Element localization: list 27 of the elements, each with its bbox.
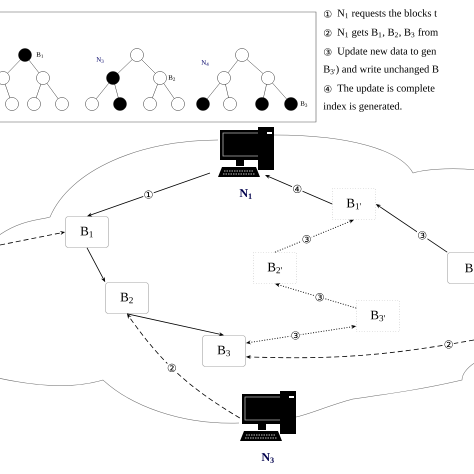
- edge-label: ①: [144, 190, 153, 199]
- step-number: ②: [324, 29, 332, 37]
- edge-label: ③: [291, 331, 300, 340]
- edge-label: ③: [316, 293, 324, 302]
- block-box: B$_{3}$: [202, 335, 246, 367]
- node-label: N$_{1}$: [240, 189, 252, 199]
- edge-label: ④: [293, 184, 302, 194]
- block-box: B$_{2}$: [105, 282, 149, 314]
- step-text: N$_{1}$ gets B$_{1}$, B$_{2}$, B$_{3}$ from: [338, 28, 438, 38]
- edge-label: ③: [302, 235, 311, 244]
- block-box: B$_{1'}$: [332, 188, 376, 220]
- step-number: ④: [324, 85, 332, 93]
- step-text: index is generated.: [323, 102, 402, 112]
- step-text: The update is complete: [337, 84, 435, 94]
- step-text: N$_{1}$ requests the blocks t: [338, 9, 437, 19]
- step-number: ③: [324, 48, 332, 56]
- block-box: B$_{3'}$: [356, 300, 400, 332]
- edge-label: ③: [418, 231, 426, 240]
- step-text: B$_{3'}$) and write unchanged B: [324, 65, 438, 75]
- edge-label: ②: [444, 340, 453, 349]
- block-box: B$_{2'}$: [253, 252, 297, 284]
- edge-label: ②: [168, 364, 176, 372]
- node-label: N$_{3}$: [262, 453, 274, 463]
- block-box: B: [447, 252, 474, 284]
- block-box: B$_{1}$: [65, 216, 109, 248]
- step-text: Update new data to gen: [337, 47, 436, 57]
- step-number: ①: [324, 10, 332, 18]
